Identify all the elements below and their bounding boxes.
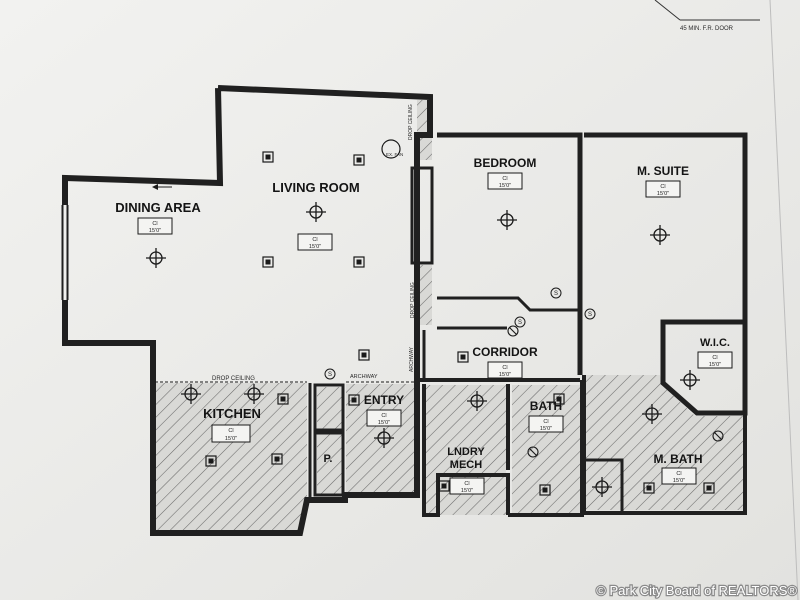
- corridor-ceiling-height: 15'0": [499, 372, 511, 378]
- laundry-walls: [422, 384, 510, 517]
- wic-ceiling-height: 15'0": [709, 362, 721, 368]
- bedroom-partition: [437, 296, 580, 312]
- room-label-mech: MECH: [450, 459, 482, 471]
- mbath-ceiling-height: 15'0": [673, 478, 685, 484]
- entry-ceiling-tag: Cl: [381, 413, 386, 419]
- door-note-text: 45 MIN. F.R. DOOR: [680, 26, 734, 32]
- room-label-entry: ENTRY: [364, 393, 404, 407]
- smoke-detector-icon: S: [328, 372, 332, 378]
- drop-ceiling-note: DROP CEILING: [212, 376, 255, 382]
- bath-ceiling-height: 15'0": [540, 426, 552, 432]
- room-label-dining: DINING AREA: [115, 200, 201, 215]
- exhaust-fan-ring-icon: [381, 139, 401, 159]
- bedroom-ceiling-tag: Cl: [502, 176, 507, 182]
- vertical-drop-ceiling-note: DROP CEILING: [408, 104, 414, 140]
- msuite-ceiling-height: 15'0": [657, 191, 669, 197]
- exterior-wall-north-east: [437, 132, 583, 375]
- watermark: © Park City Board of REALTORS® © Park Ci…: [595, 582, 799, 599]
- room-label-corridor: CORRIDOR: [472, 345, 538, 359]
- kitchen-ceiling-tag: Cl: [228, 428, 233, 434]
- exterior-wall-east: [584, 132, 748, 416]
- walls: [61, 85, 748, 536]
- kitchen-floor: [153, 383, 307, 532]
- vertical-drop-ceiling-note-2: DROP CEILING: [410, 282, 416, 318]
- mbath-ceiling-tag: Cl: [676, 471, 681, 477]
- room-label-master-bath: M. BATH: [653, 452, 702, 466]
- interior-wall-column: [410, 166, 434, 265]
- room-label-laundry: LNDRY: [447, 446, 485, 458]
- room-label-pantry: P.: [324, 453, 333, 465]
- room-label-kitchen: KITCHEN: [203, 406, 261, 421]
- pantry-floor: [317, 387, 342, 494]
- wic-ceiling-tag: Cl: [712, 355, 717, 361]
- smoke-detectors: S S S S: [324, 139, 596, 380]
- laundry-ceiling-tag: Cl: [464, 481, 469, 487]
- msuite-ceiling-tag: Cl: [660, 184, 665, 190]
- dining-ceiling-tag: Cl: [152, 221, 157, 227]
- room-label-wic: W.I.C.: [700, 337, 730, 349]
- plan-notes: DROP CEILING ARCHWAY DROP CEILING DROP C…: [212, 104, 416, 382]
- bedroom-ceiling-height: 15'0": [499, 183, 511, 189]
- kitchen-ceiling-height: 15'0": [225, 436, 237, 442]
- master-bath-floor: [585, 375, 745, 510]
- smoke-detector-icon: S: [588, 312, 592, 318]
- pantry-closet-upper: [313, 383, 345, 432]
- dining-ceiling-height: 15'0": [149, 228, 161, 234]
- watermark-text: © Park City Board of REALTORS®: [596, 583, 797, 598]
- room-label-master-suite: M. SUITE: [637, 164, 689, 178]
- entry-ceiling-height: 15'0": [378, 420, 390, 426]
- door-note: 45 MIN. F.R. DOOR: [654, 0, 760, 32]
- master-bath-walls: [582, 375, 747, 515]
- room-label-living: LIVING ROOM: [272, 180, 359, 195]
- exhaust-fan-note: EX. FAN: [386, 152, 403, 157]
- smoke-detector-icon: S: [554, 291, 558, 297]
- vertical-archway-note: ARCHWAY: [409, 346, 415, 372]
- pantry-closet-lower: [313, 431, 345, 497]
- corridor-ceiling-tag: Cl: [502, 365, 507, 371]
- room-label-bedroom: BEDROOM: [474, 156, 537, 170]
- laundry-ceiling-height: 15'0": [461, 488, 473, 494]
- living-ceiling-tag: Cl: [312, 237, 317, 243]
- room-labels: DINING AREA Cl 15'0" LIVING ROOM Cl 15'0…: [115, 156, 733, 495]
- watermark-text-outline: © Park City Board of REALTORS®: [596, 583, 797, 598]
- living-ceiling-height: 15'0": [309, 244, 321, 250]
- archway-note: ARCHWAY: [350, 374, 378, 380]
- wall-column-2: [417, 265, 432, 325]
- bath-ceiling-tag: Cl: [543, 419, 548, 425]
- smoke-detector-icon: S: [518, 320, 522, 326]
- arrow-icon: [152, 184, 172, 190]
